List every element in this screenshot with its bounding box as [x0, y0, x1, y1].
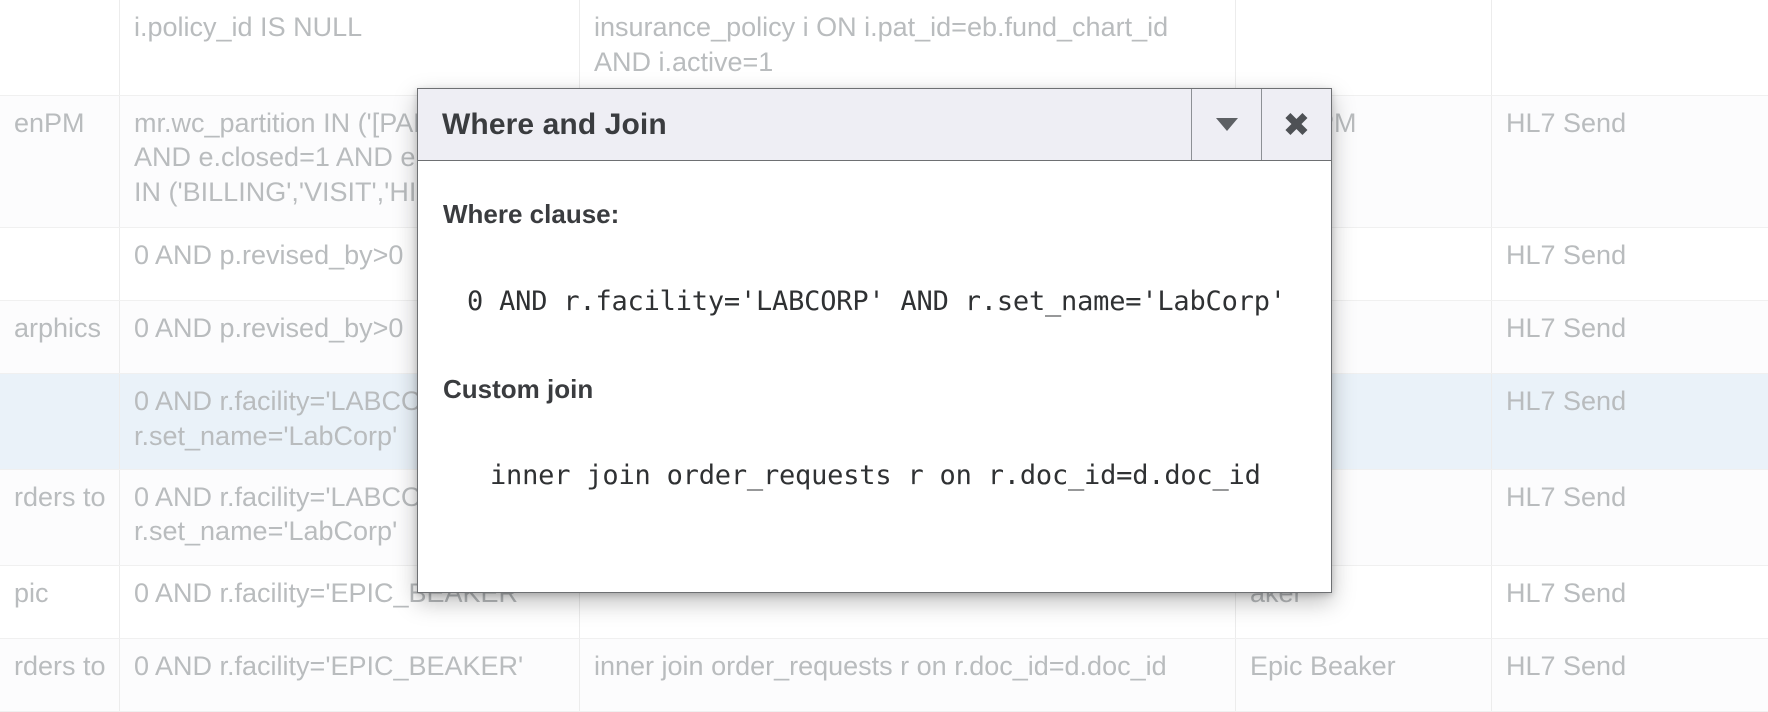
cell-action [1491, 0, 1768, 96]
cell-action: HL7 Send [1491, 227, 1768, 302]
where-and-join-dialog[interactable]: Where and Join ✖ Where clause: 0 AND r.f… [417, 88, 1332, 593]
cell-action: HL7 Send [1491, 638, 1768, 712]
table-row[interactable]: rders to 0 AND r.facility='EPIC_BEAKER' … [0, 638, 1768, 712]
chevron-down-icon [1215, 118, 1238, 131]
cell-join: inner join order_requests r on r.doc_id=… [579, 638, 1236, 712]
cell-name: rders to [0, 638, 120, 712]
table-row[interactable]: i.policy_id IS NULL insurance_policy i O… [0, 0, 1768, 96]
dialog-title-bar[interactable]: Where and Join ✖ [418, 89, 1331, 161]
close-icon: ✖ [1282, 105, 1311, 144]
dialog-title: Where and Join [442, 107, 667, 141]
cell-name: enPM [0, 95, 120, 228]
collapse-button[interactable] [1191, 89, 1261, 160]
cell-system: Epic Beaker [1235, 638, 1492, 712]
cell-name: pic [0, 565, 120, 639]
cell-action: HL7 Send [1491, 95, 1768, 228]
cell-system [1235, 0, 1492, 96]
close-button[interactable]: ✖ [1261, 89, 1331, 160]
where-clause-label: Where clause: [443, 199, 620, 229]
cell-action: HL7 Send [1491, 469, 1768, 566]
cell-name [0, 227, 120, 302]
cell-action: HL7 Send [1491, 565, 1768, 639]
cell-name: arphics [0, 300, 120, 375]
cell-join: insurance_policy i ON i.pat_id=eb.fund_c… [579, 0, 1236, 96]
cell-action: HL7 Send [1491, 300, 1768, 375]
cell-name [0, 373, 120, 470]
dialog-body: Where clause: 0 AND r.facility='LABCORP'… [418, 161, 1331, 592]
cell-where: 0 AND r.facility='EPIC_BEAKER' [119, 638, 580, 712]
custom-join-value[interactable]: inner join order_requests r on r.doc_id=… [490, 460, 1261, 491]
cell-name [0, 0, 120, 96]
cell-action: HL7 Send [1491, 373, 1768, 470]
custom-join-label: Custom join [443, 374, 594, 404]
where-clause-value[interactable]: 0 AND r.facility='LABCORP' AND r.set_nam… [467, 286, 1286, 317]
cell-name: rders to [0, 469, 120, 566]
cell-where: i.policy_id IS NULL [119, 0, 580, 96]
